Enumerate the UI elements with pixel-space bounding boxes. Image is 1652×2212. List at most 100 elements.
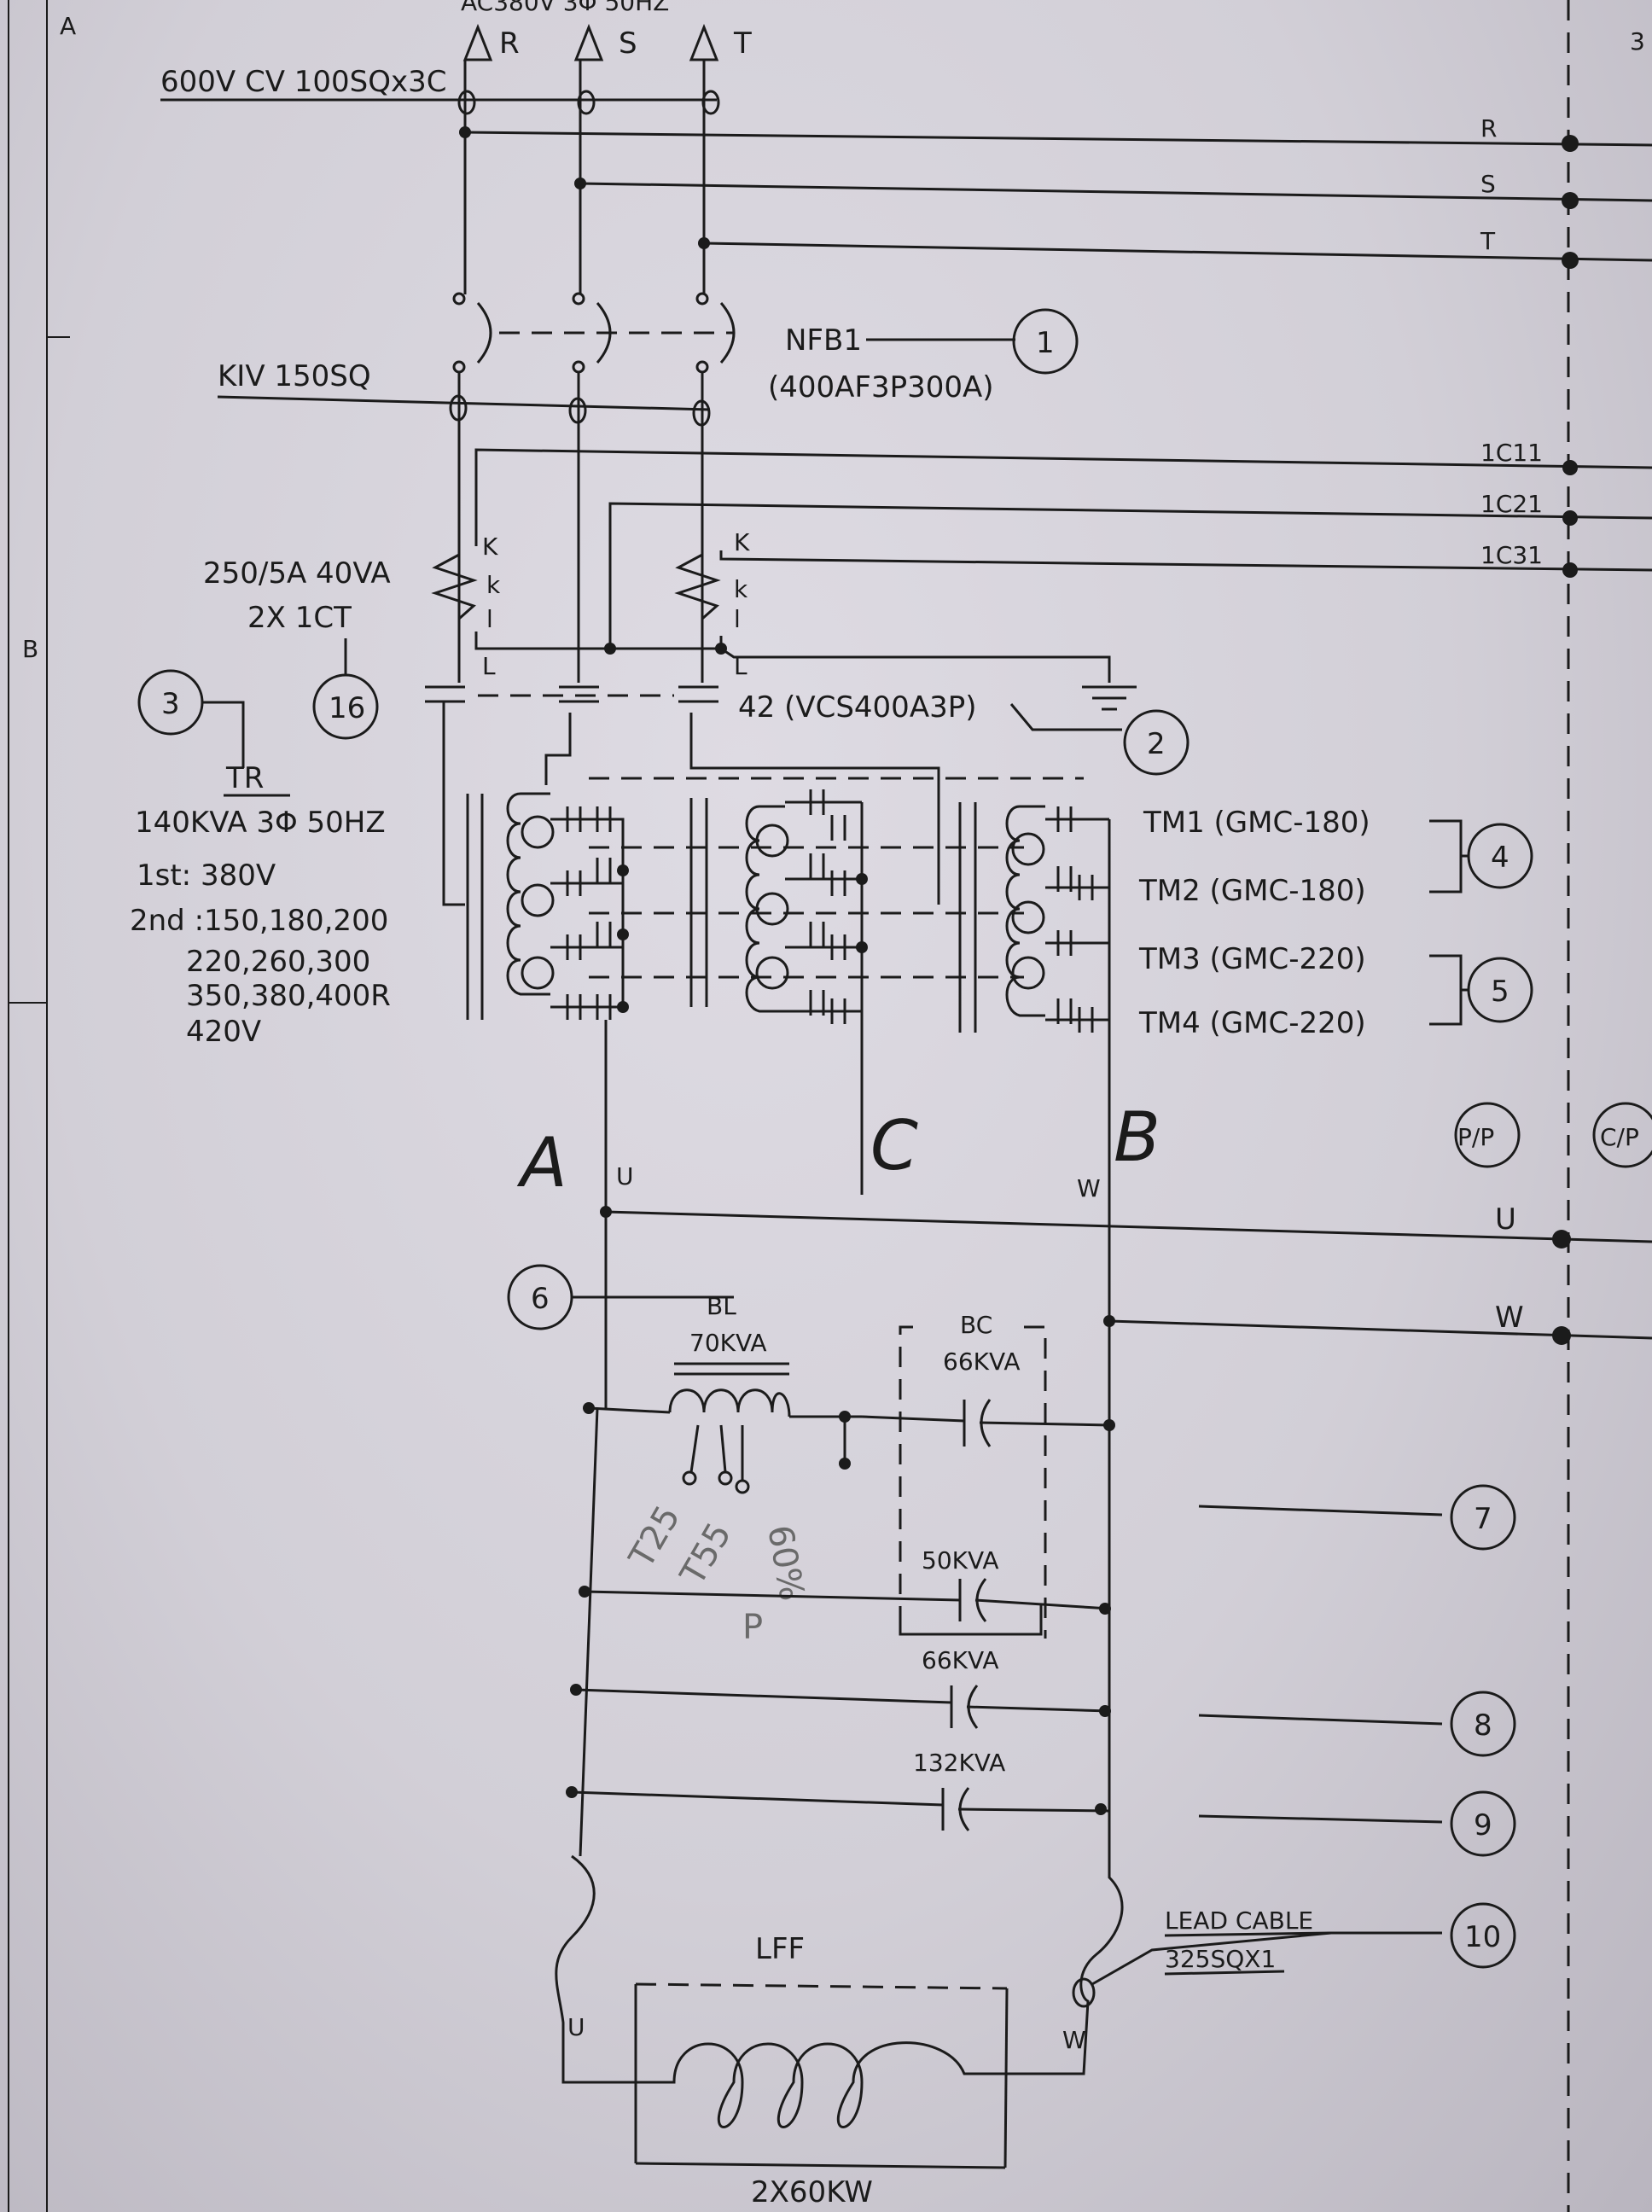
ct-pin-l-lower-2: l xyxy=(734,605,741,633)
output-u-label: U xyxy=(616,1162,634,1190)
ct-pin-k-upper-2: K xyxy=(734,528,750,556)
lead-cable-line1: LEAD CABLE xyxy=(1165,1906,1313,1935)
tap-tm4: TM4 (GMC-220) xyxy=(1138,1006,1366,1040)
handwritten-b: B xyxy=(1114,1097,1160,1177)
ref-circle-5 xyxy=(1467,957,1533,1023)
ref-circle-7 xyxy=(1450,1484,1516,1551)
breaker-name: NFB1 xyxy=(785,323,862,358)
ct-pin-l-upper-1: L xyxy=(482,652,496,680)
cap-rating-50kva: 50KVA xyxy=(922,1546,999,1575)
capacitor-banks: 50KVA 66KVA 8 132KVA 9 7 xyxy=(566,1484,1516,1857)
ref-circle-16 xyxy=(312,673,379,740)
breaker-nfb1: NFB1 (400AF3P300A) 1 xyxy=(452,292,1079,405)
breaker-rating: (400AF3P300A) xyxy=(768,370,994,405)
output-w-label: W xyxy=(1077,1174,1101,1202)
phase-s-label: S xyxy=(619,26,637,61)
ct-pin-l-lower-1: l xyxy=(486,605,493,633)
ct-pin-k-upper-1: K xyxy=(482,533,498,561)
furnace-w-label: W xyxy=(1062,2026,1086,2054)
supply-header: AC380V 3Φ 50HZ xyxy=(461,0,669,16)
ref-10: 10 xyxy=(1464,1920,1501,1954)
handwritten-a: A xyxy=(516,1123,567,1202)
bl-rating: 70KVA xyxy=(689,1329,767,1357)
margin-label-b: B xyxy=(22,635,38,663)
ref-circle-2 xyxy=(1123,709,1190,776)
ct-qty: 2X 1CT xyxy=(247,601,352,635)
contactor-42: 42 (VCS400A3P) 2 xyxy=(425,685,1190,776)
pencil-notes: T25 T55 60% P xyxy=(621,1499,811,1647)
secondary-conductors: A C B U W P/P C/P U W xyxy=(516,1020,1652,1857)
transformer-title: TR xyxy=(225,761,264,795)
balance-capacitor: BC 66KVA xyxy=(861,1311,1115,1639)
ref-circle-4 xyxy=(1467,823,1533,889)
ref-5: 5 xyxy=(1491,975,1509,1009)
ref-circle-10 xyxy=(1450,1902,1516,1969)
ref-circle-1 xyxy=(1012,308,1079,375)
supply-cable-label: 600V CV 100SQx3C xyxy=(160,65,447,99)
kiv-label: KIV 150SQ xyxy=(218,359,371,393)
panel-ref-pp xyxy=(1454,1102,1521,1168)
ct-secondary-lines: 1C11 1C21 1C31 xyxy=(474,439,1652,649)
transformer-secondary-1: 2nd :150,180,200 xyxy=(130,904,388,938)
ref-9: 9 xyxy=(1474,1808,1492,1842)
cap-rating-132kva: 132KVA xyxy=(913,1749,1005,1777)
ct-pin-k-lower-2: k xyxy=(734,575,748,603)
bus-label-s: S xyxy=(1480,170,1496,198)
transformer-secondary-4: 420V xyxy=(186,1015,261,1049)
tap-contacts-bank-b xyxy=(589,806,1111,1033)
ct-pin-k-lower-1: k xyxy=(486,571,501,599)
ref-2: 2 xyxy=(1147,727,1166,761)
bc-rating: 66KVA xyxy=(943,1348,1021,1376)
kiv-cable: KIV 150SQ xyxy=(217,359,711,683)
ct-rating: 250/5A 40VA xyxy=(203,556,391,591)
contactor-label: 42 (VCS400A3P) xyxy=(738,690,976,725)
bus-w-label: W xyxy=(1495,1301,1524,1335)
bl-name: BL xyxy=(707,1292,736,1320)
current-transformers: K k l L K k l L 250/5A 40VA 2X 1CT 16 xyxy=(203,528,1137,740)
panel-ref-pp-label: P/P xyxy=(1457,1123,1494,1151)
transformer-secondary-2: 220,260,300 xyxy=(186,945,370,979)
phase-s-arrow xyxy=(573,23,604,61)
ct-line-1c11: 1C11 xyxy=(1480,439,1543,467)
ref-circle-3 xyxy=(137,669,204,736)
tap-contacts-bank-a xyxy=(550,806,629,1020)
ref-3: 3 xyxy=(161,687,180,721)
bus-rst: R S T xyxy=(459,114,1652,269)
tap-tm3: TM3 (GMC-220) xyxy=(1138,942,1366,976)
lead-cable-line2: 325SQX1 xyxy=(1165,1945,1276,1973)
tap-tm2: TM2 (GMC-180) xyxy=(1138,874,1366,908)
transformer-secondary-3: 350,380,400R xyxy=(186,979,391,1013)
pencil-note-3: 60% xyxy=(759,1522,811,1604)
furnace-u-label: U xyxy=(567,2013,585,2041)
tap-contacts-bank-c xyxy=(785,789,868,1195)
ref-16: 16 xyxy=(329,691,365,725)
tap-tm1: TM1 (GMC-180) xyxy=(1143,806,1370,840)
ref-1: 1 xyxy=(1036,326,1055,360)
cap-rating-66kva: 66KVA xyxy=(922,1646,999,1674)
phase-t-label: T xyxy=(733,26,752,61)
bus-label-t: T xyxy=(1480,227,1496,255)
panel-ref-cp xyxy=(1592,1102,1652,1168)
page-number: 3 xyxy=(1630,27,1645,55)
margin-label-a: A xyxy=(60,12,76,40)
balance-reactor: 6 BL 70KVA xyxy=(507,1264,862,1494)
bus-u-label: U xyxy=(1495,1202,1516,1237)
bus-label-r: R xyxy=(1480,114,1497,143)
phase-r-label: R xyxy=(499,26,520,61)
transformer-rating: 140KVA 3Φ 50HZ xyxy=(135,806,386,840)
phase-conductors xyxy=(457,60,720,294)
pencil-note-4: P xyxy=(742,1608,763,1647)
panel-ref-cp-label: C/P xyxy=(1600,1123,1639,1151)
phase-t-arrow xyxy=(689,23,719,61)
ref-circle-8 xyxy=(1450,1691,1516,1757)
furnace-rating: 2X60KW xyxy=(751,2175,873,2209)
bc-name: BC xyxy=(960,1311,992,1339)
supply-input: AC380V 3Φ 50HZ R S T 600V CV 100SQx3C xyxy=(160,0,752,102)
handwritten-c: C xyxy=(870,1106,918,1185)
ct-line-1c21: 1C21 xyxy=(1480,490,1543,518)
ref-7: 7 xyxy=(1474,1502,1492,1536)
ref-4: 4 xyxy=(1491,841,1509,875)
transformer-tr: 3 TR 140KVA 3Φ 50HZ 1st: 380V 2nd :150,1… xyxy=(130,669,1533,1195)
